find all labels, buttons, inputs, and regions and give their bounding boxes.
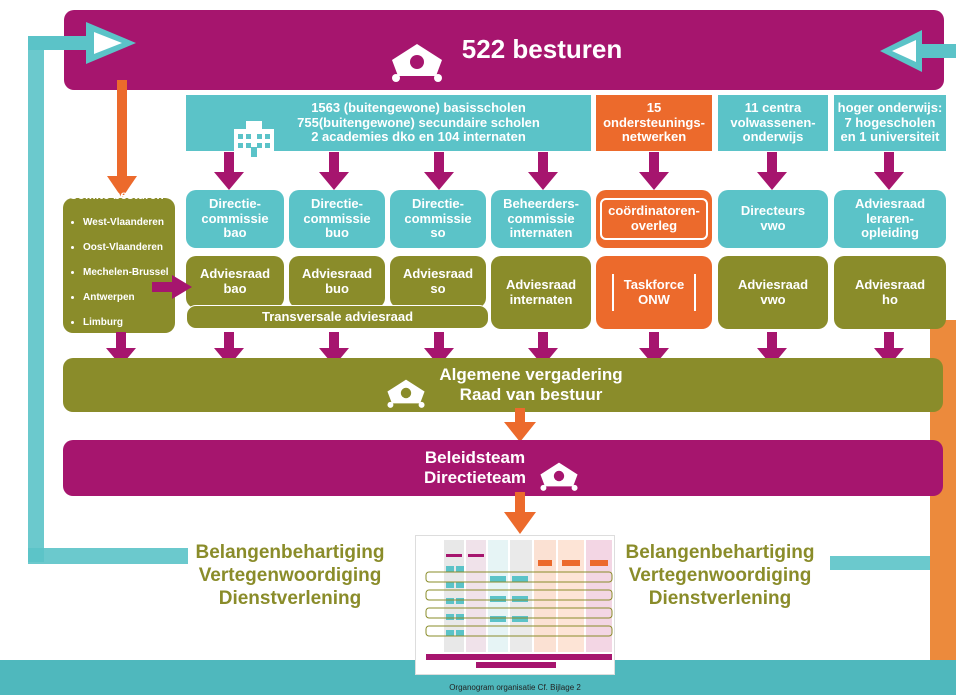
directiecommissie-buo: Directie- commissie buo — [289, 190, 385, 248]
adviesraad-ho: Adviesraad ho — [834, 256, 946, 329]
orange-arrow-shaft — [117, 80, 127, 180]
comite-item: Oost-Vlaanderen — [83, 242, 169, 255]
row3-algemene-arrows — [106, 332, 904, 366]
taskforce-onw: Taskforce ONW — [596, 256, 712, 329]
beheerderscommissie-internaten: Beheerders- commissie internaten — [491, 190, 591, 248]
adviesraad-vwo: Adviesraad vwo — [718, 256, 828, 329]
left-side-text: Belangenbehartiging Vertegenwoordiging D… — [195, 542, 385, 609]
orange-arrow-down-icon — [504, 492, 536, 534]
beleid-text: Beleidsteam Directieteam — [423, 448, 527, 487]
comite-item: Antwerpen — [83, 292, 169, 305]
right-bottom-teal-line — [830, 556, 956, 570]
hoger-onderwijs-box: hoger onderwijs: 7 hogescholen en 1 univ… — [834, 95, 946, 151]
row1-row2-arrows — [214, 152, 904, 190]
top-title: 522 besturen — [461, 34, 623, 65]
comite-list: West-Vlaanderen Oost-Vlaanderen Mechelen… — [69, 205, 169, 343]
comite-arrow-icon — [152, 275, 192, 299]
directeurs-vwo: Directeurs vwo — [718, 190, 828, 248]
comite-item: West-Vlaanderen — [83, 217, 169, 230]
organogram-thumbnail[interactable] — [415, 535, 615, 675]
schools-box: 1563 (buitengewone) basisscholen 755(bui… — [186, 95, 591, 157]
orange-arrow-down-icon — [107, 176, 137, 198]
adviesraad-lerarenopleiding: Adviesraad leraren- opleiding — [834, 190, 946, 248]
algemene-vergadering: Algemene vergadering Raad van bestuur — [63, 358, 943, 412]
adviesraad-so: Adviesraad so — [390, 256, 486, 308]
left-bottom-teal-line — [28, 548, 188, 564]
adviesraad-bao: Adviesraad bao — [186, 256, 284, 308]
orange-arrow-down-icon — [504, 408, 536, 442]
transversale-adviesraad: Transversale adviesraad — [186, 305, 489, 329]
algemene-text: Algemene vergadering Raad van bestuur — [439, 365, 623, 404]
footer-caption: Organogram organisatie Cf. Bijlage 2 — [449, 683, 581, 692]
assembly-icon — [383, 356, 429, 414]
coordinatorenoverleg-label: coördinatoren- overleg — [600, 198, 708, 240]
comite-title: Comité besturen — [69, 187, 164, 202]
top-bar: 522 besturen — [64, 10, 944, 90]
adviesraad-buo: Adviesraad buo — [289, 256, 385, 308]
left-teal-frame — [28, 40, 44, 562]
adviesraad-internaten: Adviesraad internaten — [491, 256, 591, 329]
vwo-centra-box: 11 centra volwassenen- onderwijs — [718, 95, 828, 151]
comite-item: Mechelen-Brussel — [83, 267, 169, 280]
comite-item: Limburg — [83, 317, 169, 330]
beleidsteam: Beleidsteam Directieteam — [63, 440, 943, 496]
taskforce-label: Taskforce ONW — [611, 273, 697, 312]
assembly-icon — [386, 10, 448, 91]
coordinatorenoverleg: coördinatoren- overleg — [596, 190, 712, 248]
left-teal-arrow-icon — [28, 22, 136, 64]
comite-box: Comité besturen West-Vlaanderen Oost-Vla… — [63, 188, 175, 333]
school-building-icon — [230, 104, 278, 163]
right-teal-arrow-icon — [880, 30, 956, 72]
assembly-icon — [536, 439, 582, 497]
directiecommissie-bao: Directie- commissie bao — [186, 190, 284, 248]
schools-text: 1563 (buitengewone) basisscholen 755(bui… — [297, 99, 540, 145]
netwerken-box: 15 ondersteunings- netwerken — [596, 95, 712, 151]
right-side-text: Belangenbehartiging Vertegenwoordiging D… — [625, 542, 815, 609]
directiecommissie-so: Directie- commissie so — [390, 190, 486, 248]
